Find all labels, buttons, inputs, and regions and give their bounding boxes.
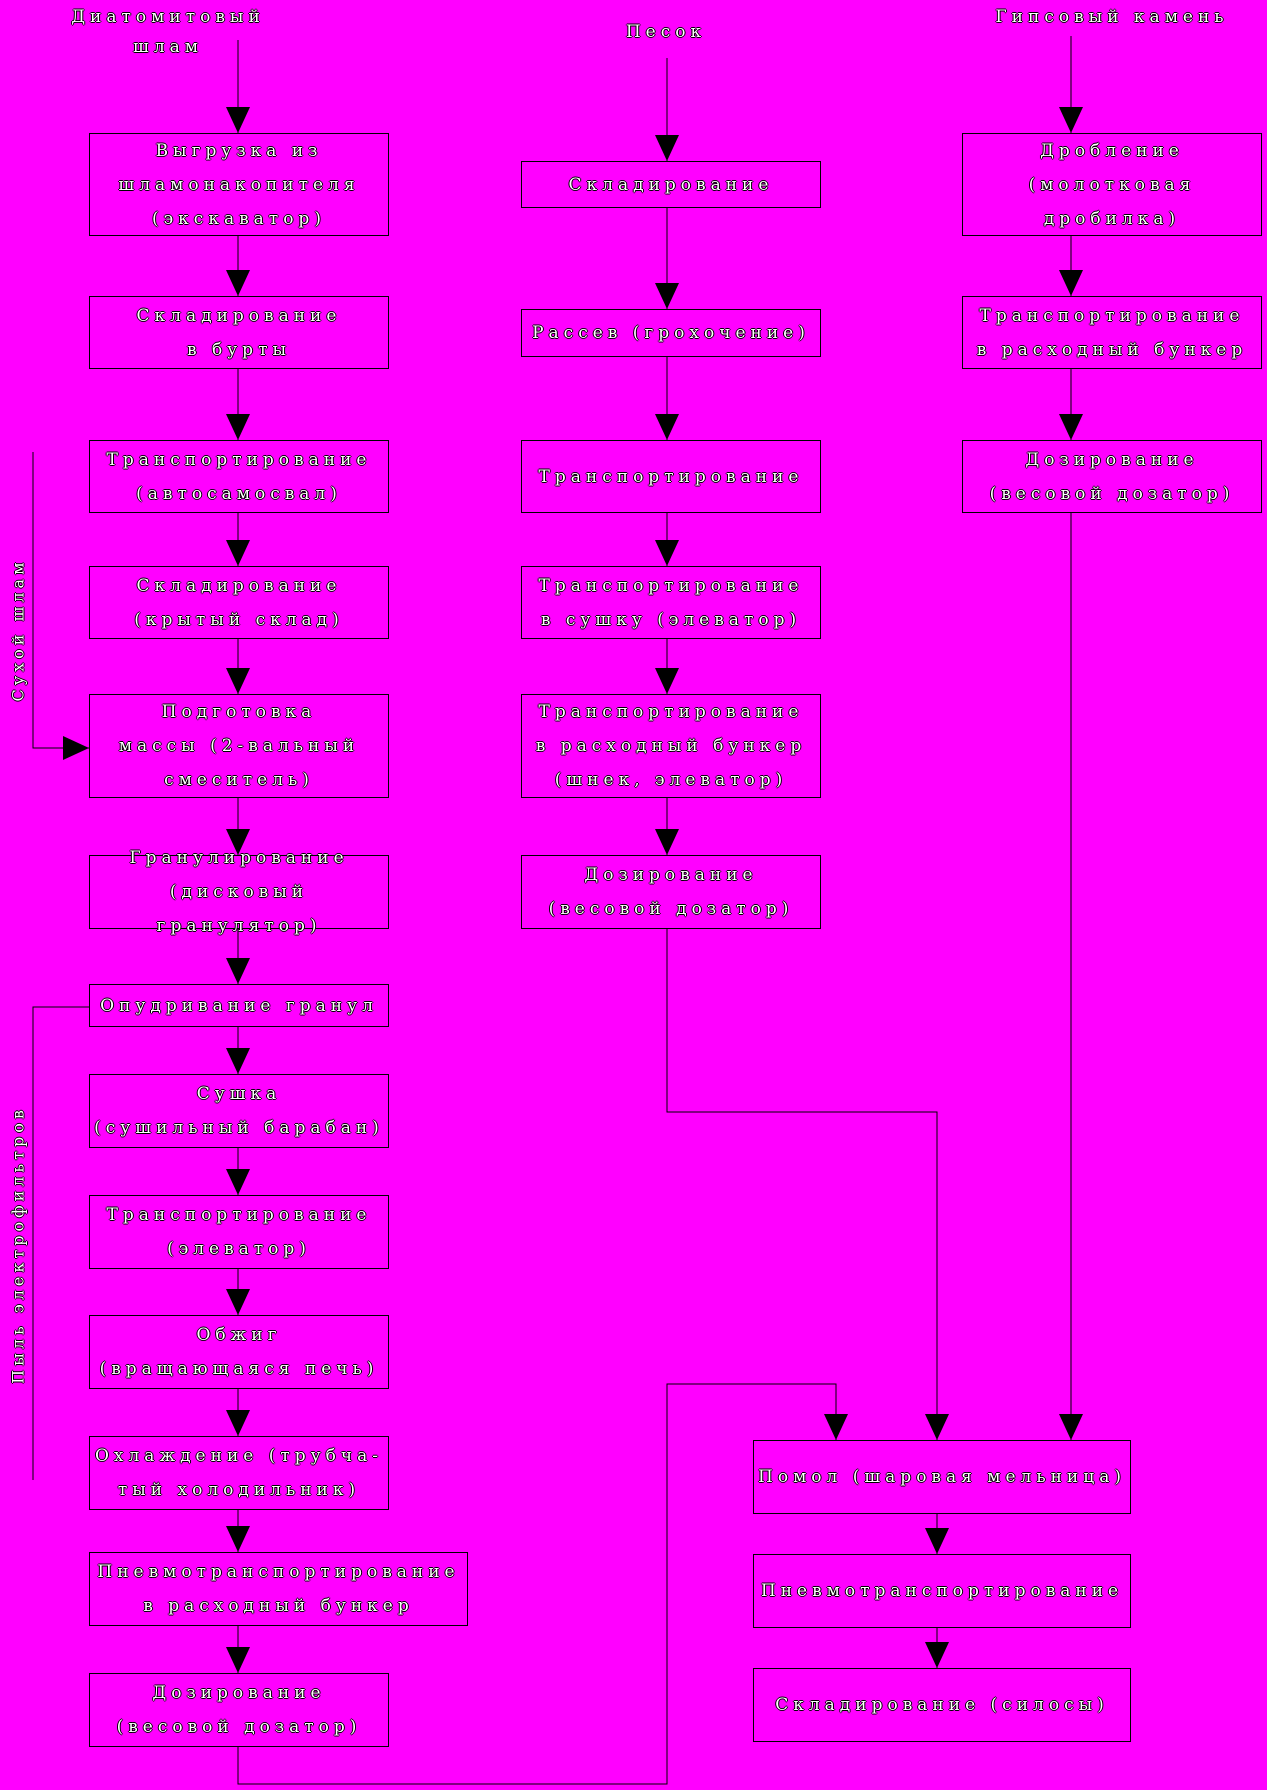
arrowhead — [63, 736, 89, 760]
arrowhead — [655, 135, 679, 161]
arrowhead — [226, 270, 250, 296]
step-granulation: Гранулирование (дисковый гранулятор) — [89, 848, 389, 936]
arrowhead — [226, 540, 250, 566]
step-sand-transport: Транспортирование — [521, 440, 821, 513]
arrowhead — [1059, 270, 1083, 296]
step-cooling: Охлаждение (трубча- тый холодильник) — [89, 1436, 389, 1510]
source-gypsum-stone: Гипсовый камень — [995, 7, 1229, 27]
arrowhead — [226, 1289, 250, 1315]
step-covered-storage: Складирование (крытый склад) — [89, 566, 389, 639]
arrowhead — [226, 107, 250, 133]
arrowhead — [226, 958, 250, 984]
source-diatomite-sludge: Диатомитовый шлам — [71, 7, 265, 57]
arrowhead — [925, 1528, 949, 1554]
arrowhead — [1059, 414, 1083, 440]
step-granule-dusting: Опудривание гранул — [89, 984, 389, 1027]
arrowhead — [655, 540, 679, 566]
arrowhead — [226, 668, 250, 694]
connector-line — [237, 1383, 837, 1785]
step-crushing: Дробление (молотковая дробилка) — [962, 133, 1262, 236]
side-label-electrofilter-dust: Пыль электрофильтров — [8, 1106, 28, 1384]
arrowhead — [226, 1647, 250, 1673]
step-elevator-transport: Транспортирование (элеватор) — [89, 1195, 389, 1269]
step-transport-to-dryer: Транспортирование в сушку (элеватор) — [521, 566, 821, 639]
step-transport-to-bunker-right: Транспортирование в расходный бункер — [962, 296, 1262, 369]
connector-line — [32, 1006, 89, 1480]
step-unload-sludge: Выгрузка из шламонакопителя (экскаватор) — [89, 133, 389, 236]
arrowhead — [226, 829, 250, 855]
step-dosing-left: Дозирование (весовой дозатор) — [89, 1673, 389, 1747]
arrowhead — [1059, 1414, 1083, 1440]
step-stockpile-heaps: Складирование в бурты — [89, 296, 389, 369]
connector-line — [666, 929, 938, 1440]
step-screening: Рассев (грохочение) — [521, 309, 821, 357]
arrowhead — [824, 1414, 848, 1440]
arrowhead — [1059, 107, 1083, 133]
arrowhead — [925, 1414, 949, 1440]
connector-line — [32, 452, 89, 749]
step-ball-mill-grinding: Помол (шаровая мельница) — [753, 1440, 1131, 1514]
step-sand-storage: Складирование — [521, 161, 821, 208]
step-silo-storage: Складирование (силосы) — [753, 1668, 1131, 1742]
step-pneumatic-to-bunker: Пневмотранспортирование в расходный бунк… — [89, 1552, 468, 1626]
step-dosing-middle: Дозирование (весовой дозатор) — [521, 855, 821, 929]
source-sand: Песок — [625, 22, 707, 42]
step-transport-to-bunker-middle: Транспортирование в расходный бункер (шн… — [521, 694, 821, 798]
step-drying: Сушка (сушильный барабан) — [89, 1074, 389, 1148]
step-firing: Обжиг (вращающаяся печь) — [89, 1315, 389, 1389]
arrowhead — [226, 414, 250, 440]
arrowhead — [655, 668, 679, 694]
step-dosing-right: Дозирование (весовой дозатор) — [962, 440, 1262, 513]
arrowhead — [226, 1410, 250, 1436]
arrowhead — [655, 414, 679, 440]
step-dump-truck-transport: Транспортирование (автосамосвал) — [89, 440, 389, 513]
side-label-dry-sludge: Сухой шлам — [8, 558, 28, 702]
arrowhead — [925, 1642, 949, 1668]
arrowhead — [226, 1169, 250, 1195]
step-mass-preparation: Подготовка массы (2-вальный смеситель) — [89, 694, 389, 798]
step-pneumatic-transport-final: Пневмотранспортирование — [753, 1554, 1131, 1628]
arrowhead — [226, 1048, 250, 1074]
arrowhead — [655, 283, 679, 309]
arrowhead — [226, 1526, 250, 1552]
arrowhead — [655, 829, 679, 855]
